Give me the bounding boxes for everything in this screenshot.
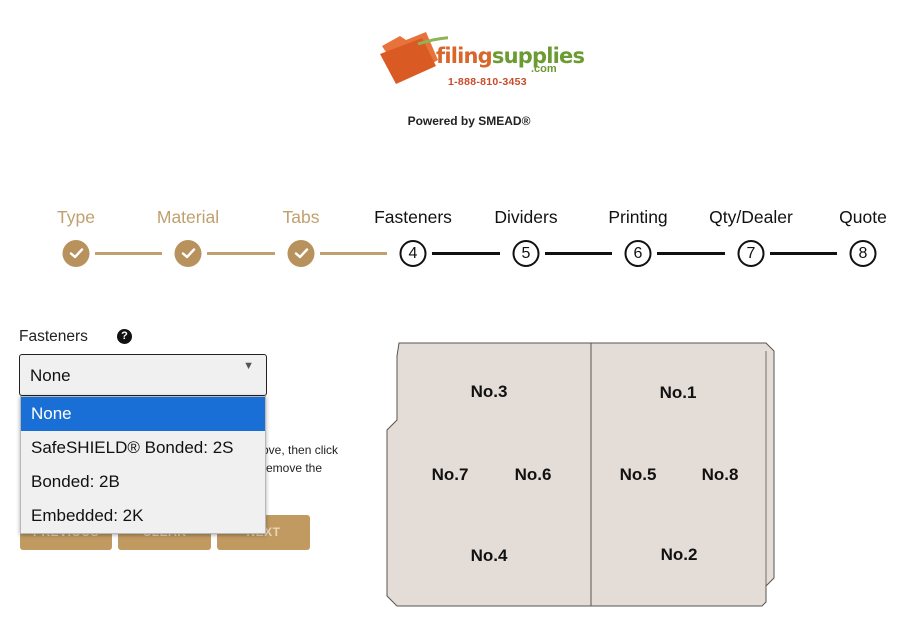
step-connector (95, 252, 162, 255)
position-no5[interactable]: No.5 (619, 465, 657, 484)
fasteners-dropdown-list: None SafeSHIELD® Bonded: 2S Bonded: 2B E… (20, 396, 266, 534)
step-connector (432, 252, 500, 255)
step-label-qty-dealer: Qty/Dealer (709, 207, 793, 227)
position-no7[interactable]: No.7 (431, 465, 469, 484)
step-connector (545, 252, 612, 255)
position-no1[interactable]: No.1 (659, 383, 697, 402)
logo-domain-suffix: .com (531, 63, 557, 75)
step-label-fasteners: Fasteners (374, 207, 452, 227)
step-label-printing: Printing (608, 207, 668, 227)
position-no8[interactable]: No.8 (701, 465, 739, 484)
step-circle-type[interactable] (62, 240, 90, 267)
step-circle-dividers: 5 (512, 240, 540, 267)
step-connector (207, 252, 275, 255)
folder-outline (386, 342, 775, 607)
dropdown-arrow-icon: ▼ (243, 360, 254, 372)
step-circle-tabs[interactable] (287, 240, 315, 267)
folder-diagram: No.3 No.1 No.7 No.6 No.5 No.8 No.4 No.2 (380, 340, 782, 612)
option-none[interactable]: None (21, 397, 265, 431)
position-no4[interactable]: No.4 (470, 546, 508, 565)
step-connector (657, 252, 725, 255)
instruction-text: ove, then click remove the (262, 441, 372, 477)
step-circle-quote: 8 (849, 240, 877, 267)
position-no3[interactable]: No.3 (470, 382, 508, 401)
step-connector (770, 252, 837, 255)
question-circle-icon[interactable]: ? (117, 329, 132, 344)
step-label-material[interactable]: Material (156, 207, 220, 227)
fasteners-select[interactable]: None ▼ (19, 354, 267, 396)
step-label-tabs[interactable]: Tabs (282, 207, 320, 227)
step-circle-printing: 6 (624, 240, 652, 267)
fasteners-select-value: None (30, 366, 71, 385)
step-connector (320, 252, 387, 255)
check-icon (69, 248, 83, 259)
step-circle-qty-dealer: 7 (737, 240, 765, 267)
option-bonded-2b[interactable]: Bonded: 2B (31, 472, 120, 491)
logo-wordmark: filingsupplies (436, 44, 585, 68)
powered-by-text: Powered by SMEAD® (407, 114, 531, 128)
check-icon (294, 248, 308, 259)
fasteners-field-label: Fasteners (19, 328, 88, 345)
instruction-line: remove the (262, 461, 323, 475)
step-label-dividers: Dividers (494, 207, 558, 227)
check-icon (181, 248, 195, 259)
step-circle-fasteners: 4 (399, 240, 427, 267)
position-no6[interactable]: No.6 (514, 465, 552, 484)
step-circle-material[interactable] (174, 240, 202, 267)
filingsupplies-logo[interactable]: filingsupplies .com 1-888-810-3453 (378, 30, 585, 92)
step-label-quote: Quote (839, 207, 887, 227)
folder-logo-icon (380, 32, 448, 84)
option-embedded-2k[interactable]: Embedded: 2K (31, 506, 144, 525)
phone-number: 1-888-810-3453 (448, 76, 527, 88)
step-label-type[interactable]: Type (57, 207, 95, 227)
position-no2[interactable]: No.2 (660, 545, 698, 564)
option-safeshield-bonded-2s[interactable]: SafeSHIELD® Bonded: 2S (31, 438, 234, 457)
instruction-line: ove, then click (262, 443, 339, 457)
